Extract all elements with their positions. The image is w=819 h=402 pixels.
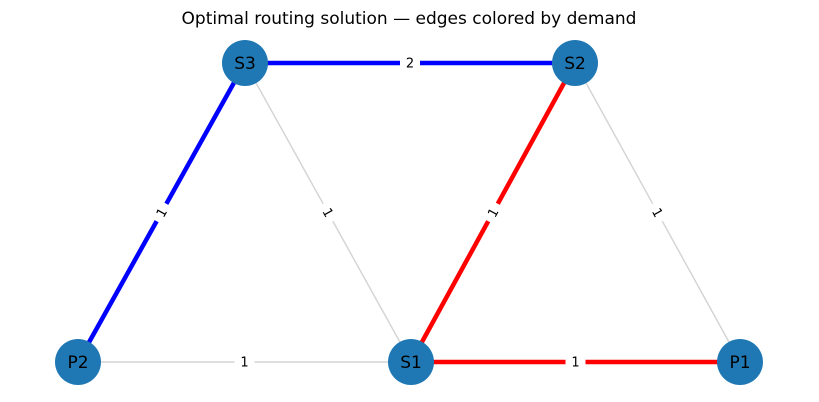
edge-label-P2-S1: 1 bbox=[234, 354, 255, 371]
edge-label-bbox bbox=[317, 200, 339, 225]
edge-label-bbox bbox=[150, 200, 173, 225]
node-label-S1: S1 bbox=[400, 353, 422, 373]
node-S3 bbox=[222, 40, 268, 86]
node-label-P2: P2 bbox=[67, 353, 88, 373]
edge-label-S2-S1: 1 bbox=[482, 200, 504, 225]
edges-layer bbox=[75, 60, 743, 365]
edge-label-S3-S1: 1 bbox=[317, 200, 339, 225]
node-P2 bbox=[55, 339, 101, 385]
node-label-S2: S2 bbox=[564, 54, 586, 74]
edge-label-S3-S2: 2 bbox=[400, 55, 420, 72]
edge-label-P2-S3: 1 bbox=[150, 200, 173, 225]
edge-label-S2-P1: 1 bbox=[646, 200, 669, 225]
edge-label-bbox bbox=[400, 55, 420, 71]
node-S2 bbox=[552, 40, 598, 86]
edge-label-bbox bbox=[565, 354, 586, 370]
edge-label-text: 2 bbox=[406, 57, 414, 72]
node-S1 bbox=[388, 339, 434, 385]
edge-label-text: 1 bbox=[240, 356, 248, 371]
node-P1 bbox=[717, 339, 763, 385]
node-label-P1: P1 bbox=[729, 353, 750, 373]
edge-label-S1-P1: 1 bbox=[565, 354, 586, 371]
edge-labels-layer: 2 1 1 1 1 1 1 bbox=[150, 55, 669, 371]
edge-label-bbox bbox=[482, 200, 504, 225]
chart-title: Optimal routing solution — edges colored… bbox=[182, 9, 637, 29]
edge-label-text: 1 bbox=[571, 356, 579, 371]
node-label-S3: S3 bbox=[234, 54, 256, 74]
edge-label-bbox bbox=[646, 200, 669, 225]
edge-label-bbox bbox=[234, 354, 255, 370]
